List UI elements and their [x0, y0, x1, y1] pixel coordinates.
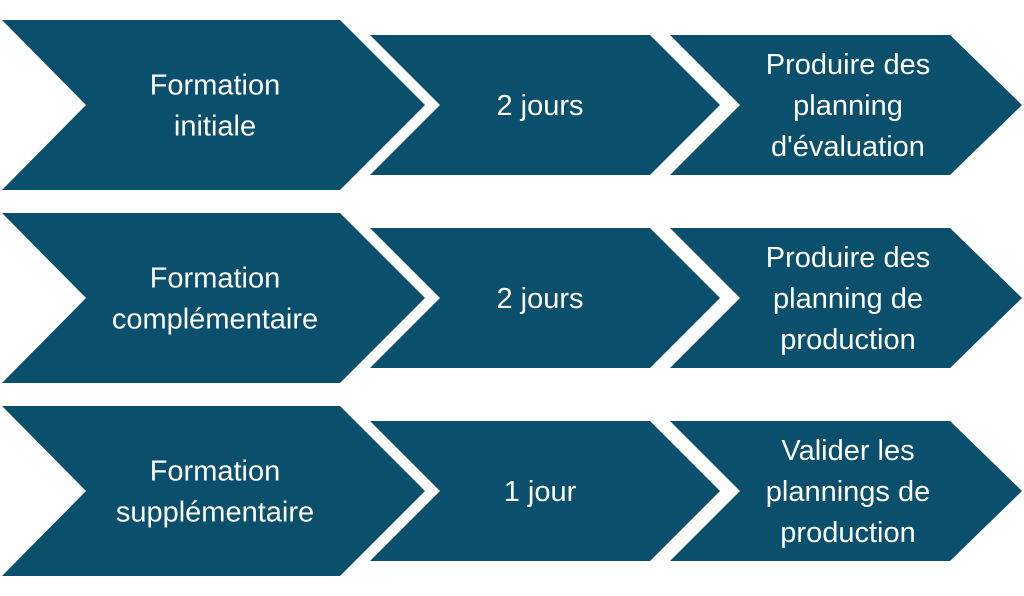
formation-step-label-line: initiale [174, 111, 256, 143]
duration-step-label-line: 2 jours [496, 90, 583, 122]
outcome-step-chevron [670, 421, 1022, 561]
process-row: Formation complémentaire 2 jours Produire d… [2, 213, 1022, 383]
duration-step-label-line: 1 jour [504, 476, 577, 508]
outcome-step-label-line: planning [793, 90, 903, 122]
formation-step-label-line: supplémentaire [116, 497, 314, 529]
outcome-step-label-line: d'évaluation [771, 131, 925, 163]
outcome-step-label-line: production [780, 324, 915, 356]
process-row: Formation supplémentaire 1 jour Valider les… [2, 406, 1022, 576]
formation-step-label-line: Formation [150, 70, 281, 102]
outcome-step-label-line: Valider les [781, 435, 914, 467]
formation-step-chevron [2, 20, 425, 190]
outcome-step-label-line: Produire des [766, 242, 930, 274]
outcome-step-label-line: plannings de [766, 476, 930, 508]
duration-step-chevron [370, 35, 720, 175]
outcome-step-label-line: planning de [773, 283, 923, 315]
formation-step-chevron [2, 213, 425, 383]
duration-step-label-line: 2 jours [496, 283, 583, 315]
formation-step-label-line: Formation [150, 263, 281, 295]
process-row: Formation initiale 2 jours Produire des plan… [2, 20, 1022, 190]
formation-step-label-line: complémentaire [112, 304, 318, 336]
formation-step-label-line: Formation [150, 456, 281, 488]
formation-step-chevron [2, 406, 425, 576]
outcome-step-chevron [670, 228, 1022, 368]
outcome-step-chevron [670, 35, 1022, 175]
outcome-step-label-line: production [780, 517, 915, 549]
duration-step-chevron [370, 228, 720, 368]
outcome-step-label-line: Produire des [766, 49, 930, 81]
duration-step-chevron [370, 421, 720, 561]
